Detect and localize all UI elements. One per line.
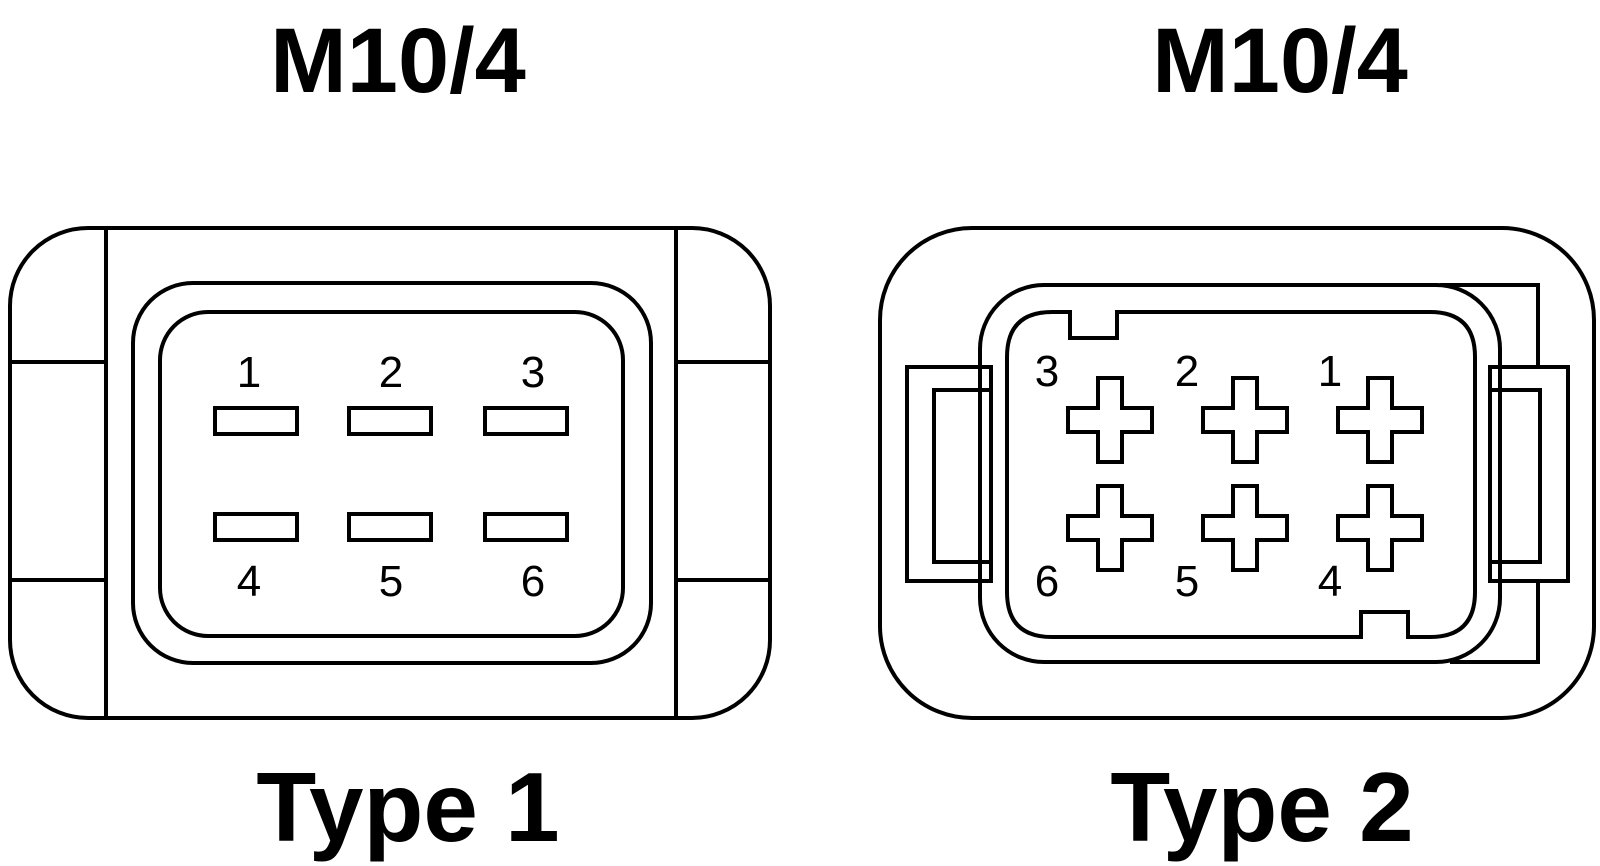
type-1-pin-label: 3: [521, 348, 545, 397]
connector-type-2-caption: Type 2: [1110, 752, 1413, 862]
type-2-right-latch-inner: [1488, 388, 1542, 564]
type-2-pin-label: 6: [1035, 557, 1059, 606]
type-2-left-latch-inner: [932, 388, 993, 564]
type-1-pin-label: 1: [237, 348, 261, 397]
type-2-pin-socket-1: [1336, 376, 1424, 464]
connector-type-1: M10/4 1 2 3 4 5 6 Type 1: [8, 10, 772, 862]
type-2-pin-cavity: [1005, 310, 1477, 639]
type-1-pin-slot-5: [347, 512, 433, 542]
connector-type-2: M10/4 3 2 1 6 5 4 Type 2: [878, 10, 1596, 862]
type-2-pin-label: 2: [1175, 347, 1199, 396]
type-1-pin-label: 6: [521, 557, 545, 606]
type-2-pin-socket-2: [1201, 376, 1289, 464]
type-2-pin-label: 4: [1318, 557, 1342, 606]
connector-type-1-title: M10/4: [270, 10, 526, 112]
type-1-pin-slot-3: [483, 406, 569, 436]
type-2-pin-label: 3: [1035, 347, 1059, 396]
type-2-inner-frame: [978, 283, 1502, 664]
type-1-pin-slot-1: [213, 406, 299, 436]
type-2-outer-housing: [878, 226, 1596, 720]
type-2-right-bracket: [1440, 283, 1540, 664]
type-2-pin-socket-6: [1066, 484, 1154, 572]
type-1-pin-slot-4: [213, 512, 299, 542]
type-1-outer-housing: [8, 226, 772, 720]
type-1-pin-label: 2: [379, 348, 403, 397]
type-2-pin-socket-5: [1201, 484, 1289, 572]
type-1-pin-slot-2: [347, 406, 433, 436]
type-1-pin-label: 5: [379, 557, 403, 606]
type-2-pin-label: 1: [1318, 347, 1342, 396]
connector-type-2-title: M10/4: [1152, 10, 1408, 112]
type-1-pin-cavity: [158, 310, 625, 638]
type-2-pin-socket-4: [1336, 484, 1424, 572]
type-2-pin-socket-3: [1066, 376, 1154, 464]
type-2-pin-label: 5: [1175, 557, 1199, 606]
type-1-pin-label: 4: [237, 557, 261, 606]
connector-type-1-caption: Type 1: [256, 752, 559, 862]
type-1-pin-slot-6: [483, 512, 569, 542]
type-1-inner-frame: [131, 281, 653, 665]
